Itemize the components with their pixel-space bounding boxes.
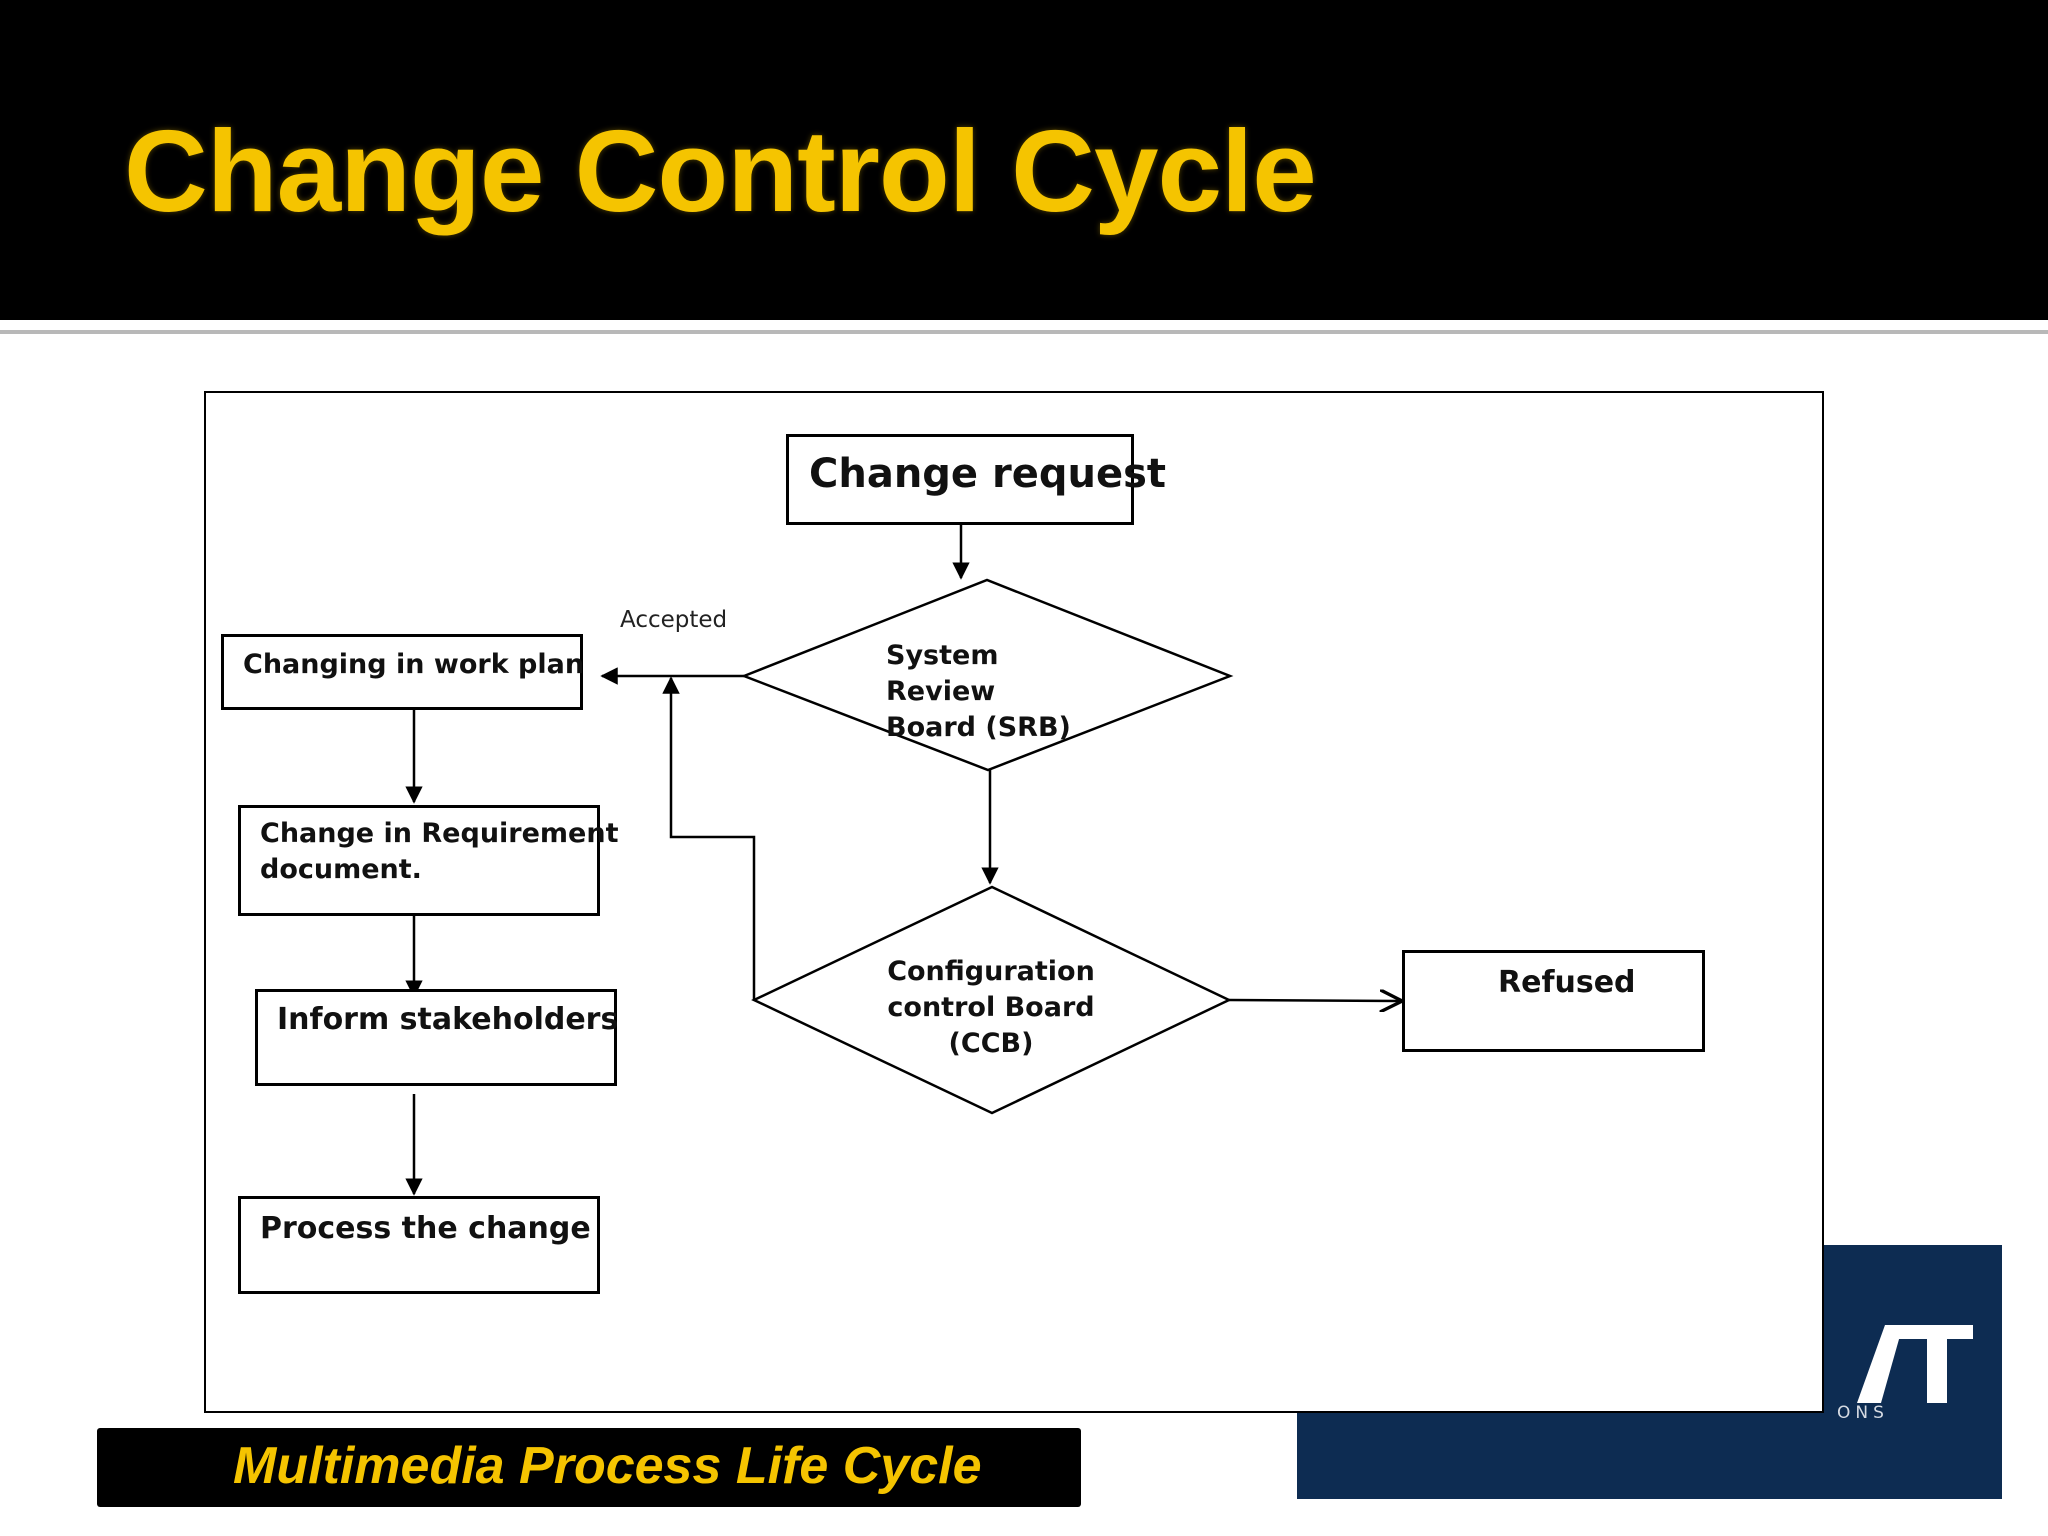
srb-label: System Review Board (SRB): [870, 638, 1090, 746]
ccb-label: Configuration control Board (CCB): [870, 954, 1112, 1062]
change-request-label: Change request: [809, 451, 1167, 497]
inform-stakeholders-label: Inform stakeholders: [277, 1002, 619, 1037]
ccb-label-line2: control Board: [887, 992, 1095, 1023]
srb-label-line1: System Review: [886, 640, 999, 707]
change-req-doc-line1: Change in Requirement: [260, 818, 619, 849]
refused-label: Refused: [1498, 965, 1636, 1000]
process-change-label: Process the change: [260, 1211, 591, 1246]
inform-stakeholders-box: Inform stakeholders: [255, 989, 619, 1086]
footer-title: Multimedia Process Life Cycle: [233, 1437, 982, 1495]
changing-work-plan-label: Changing in work plan: [243, 649, 585, 680]
changing-work-plan-box: Changing in work plan: [221, 634, 585, 710]
logo-glyph: [1857, 1325, 1973, 1403]
accepted-label: Accepted: [620, 607, 728, 633]
process-change-box: Process the change: [238, 1196, 600, 1294]
ccb-label-line1: Configuration: [887, 956, 1095, 987]
srb-diamond: [740, 578, 1234, 772]
srb-label-line2: Board (SRB): [886, 712, 1071, 743]
change-req-doc-line2: document.: [260, 854, 422, 885]
slide-header: Change Control Cycle: [0, 0, 2048, 320]
change-request-box: Change request: [786, 434, 1166, 525]
refused-box: Refused: [1402, 950, 1705, 1052]
change-req-doc-box: Change in Requirement document.: [238, 805, 619, 916]
ccb-label-line3: (CCB): [948, 1028, 1034, 1059]
logo-text: ONS: [1837, 1403, 1889, 1423]
footer-bar: Multimedia Process Life Cycle: [97, 1428, 1081, 1507]
slide-title: Change Control Cycle: [124, 106, 1317, 236]
header-divider: [0, 330, 2048, 334]
